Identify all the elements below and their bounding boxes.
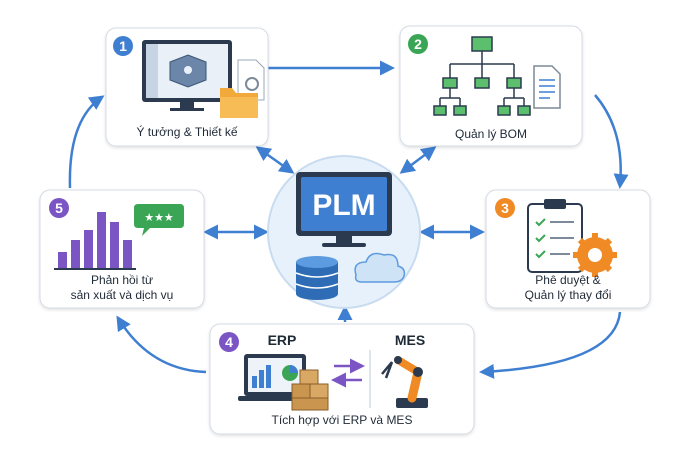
step-1-card: 1 Ý tưởng & Thiết kế	[105, 27, 269, 147]
folder-icon	[220, 88, 258, 118]
step-1-badge	[113, 36, 133, 56]
step-5-badge	[49, 198, 69, 218]
step-4-card: 4 ERP MES	[209, 323, 475, 435]
step-4-badge	[219, 332, 239, 352]
step-4-number: 4	[225, 334, 233, 350]
monitor-icon	[296, 172, 392, 247]
plm-hub: PLM	[267, 155, 421, 309]
arrow-center-step1	[255, 146, 295, 174]
bom-tree-icon	[433, 36, 531, 116]
plm-label: PLM	[312, 189, 375, 222]
step-1-label: Ý tưởng & Thiết kế	[136, 124, 237, 139]
arrow-5-to-1	[68, 95, 105, 189]
arrow-3-to-4	[479, 311, 622, 379]
stars-icon: ★★★	[144, 211, 174, 224]
arrow-center-step2	[399, 146, 437, 174]
step-2-badge	[408, 34, 428, 54]
step-3-label-line2: Quản lý thay đổi	[525, 288, 612, 302]
step-2-card: 2 Quản lý BOM	[399, 25, 583, 147]
erp-label: ERP	[268, 332, 297, 348]
step-4-label: Tích hợp với ERP và MES	[272, 413, 413, 427]
step-3-card: 3 Phê duyệt & Quản lý thay đổi	[485, 189, 651, 309]
mes-label: MES	[395, 332, 425, 348]
step-3-number: 3	[501, 200, 509, 216]
gear-document-icon	[237, 59, 265, 101]
boxes-icon	[291, 369, 329, 411]
step-3-badge	[495, 198, 515, 218]
step-5-card: 5 ★★★ Phản hồi từ sản xuất và dịch vụ	[39, 189, 205, 309]
clipboard-checklist-icon	[527, 199, 583, 273]
step-1-number: 1	[119, 38, 127, 54]
step-5-label-line2: sản xuất và dịch vụ	[71, 288, 174, 302]
sync-arrows-icon	[331, 358, 365, 388]
rating-speech-bubble-icon: ★★★	[134, 204, 184, 236]
arrow-2-to-3	[594, 94, 629, 189]
bar-chart-icon	[54, 212, 136, 270]
database-icon	[295, 256, 339, 300]
step-5-number: 5	[55, 200, 63, 216]
step-2-number: 2	[414, 36, 422, 52]
document-icon	[533, 65, 561, 109]
step-2-label: Quản lý BOM	[455, 127, 527, 141]
center-connections	[203, 146, 485, 322]
cloud-icon	[354, 252, 406, 283]
step-3-label-line1: Phê duyệt &	[535, 273, 600, 287]
gear-icon	[573, 233, 617, 277]
arrow-4-to-5	[116, 315, 207, 374]
cad-monitor-icon	[142, 40, 232, 111]
step-5-label-line1: Phản hồi từ	[91, 273, 153, 287]
cycle-arrows	[68, 60, 629, 379]
robot-arm-icon	[381, 356, 428, 408]
